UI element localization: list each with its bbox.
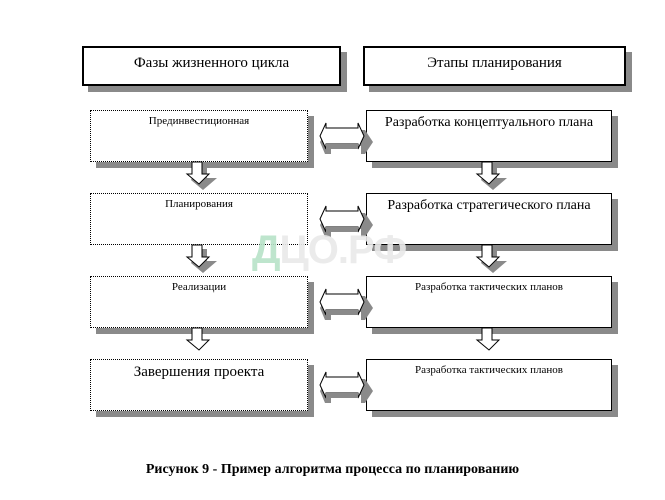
header-planning-stages-label: Этапы планирования — [427, 55, 562, 71]
phase-label: Прединвестиционная — [148, 115, 250, 127]
double-arrow-icon — [319, 371, 373, 403]
header-life-cycle-phases: Фазы жизненного цикла — [82, 46, 341, 86]
phase-box-preinvestment: Прединвестиционная — [90, 110, 308, 162]
stage-label: Разработка тактических планов — [415, 281, 563, 293]
stage-box-tactical-2: Разработка тактических планов — [366, 359, 612, 411]
watermark: ДЦО.РФ — [252, 228, 408, 273]
down-arrow-icon — [475, 244, 507, 273]
header-planning-stages: Этапы планирования — [363, 46, 626, 86]
down-arrow-icon — [475, 327, 501, 351]
down-arrow-icon — [475, 161, 507, 190]
watermark-first: Д — [252, 228, 280, 272]
phase-label: Планирования — [165, 198, 233, 210]
stage-label: Разработка тактических планов — [415, 364, 563, 376]
phase-label: Реализации — [171, 281, 227, 293]
phase-box-completion: Завершения проекта — [90, 359, 308, 411]
stage-label: Разработка стратегического плана — [387, 198, 591, 213]
phase-box-planning: Планирования — [90, 193, 308, 245]
header-life-cycle-phases-label: Фазы жизненного цикла — [133, 55, 290, 71]
double-arrow-icon — [319, 288, 373, 320]
stage-label: Разработка концептуального плана — [384, 115, 594, 130]
figure-caption: Рисунок 9 - Пример алгоритма процесса по… — [145, 462, 520, 477]
phase-label: Завершения проекта — [133, 364, 265, 380]
double-arrow-icon — [319, 205, 373, 237]
down-arrow-icon — [185, 327, 211, 351]
stage-box-conceptual: Разработка концептуального плана — [366, 110, 612, 162]
down-arrow-icon — [185, 244, 217, 273]
stage-box-tactical-1: Разработка тактических планов — [366, 276, 612, 328]
phase-box-implementation: Реализации — [90, 276, 308, 328]
down-arrow-icon — [185, 161, 217, 190]
watermark-rest: ЦО.РФ — [279, 228, 408, 272]
double-arrow-icon — [319, 122, 373, 154]
